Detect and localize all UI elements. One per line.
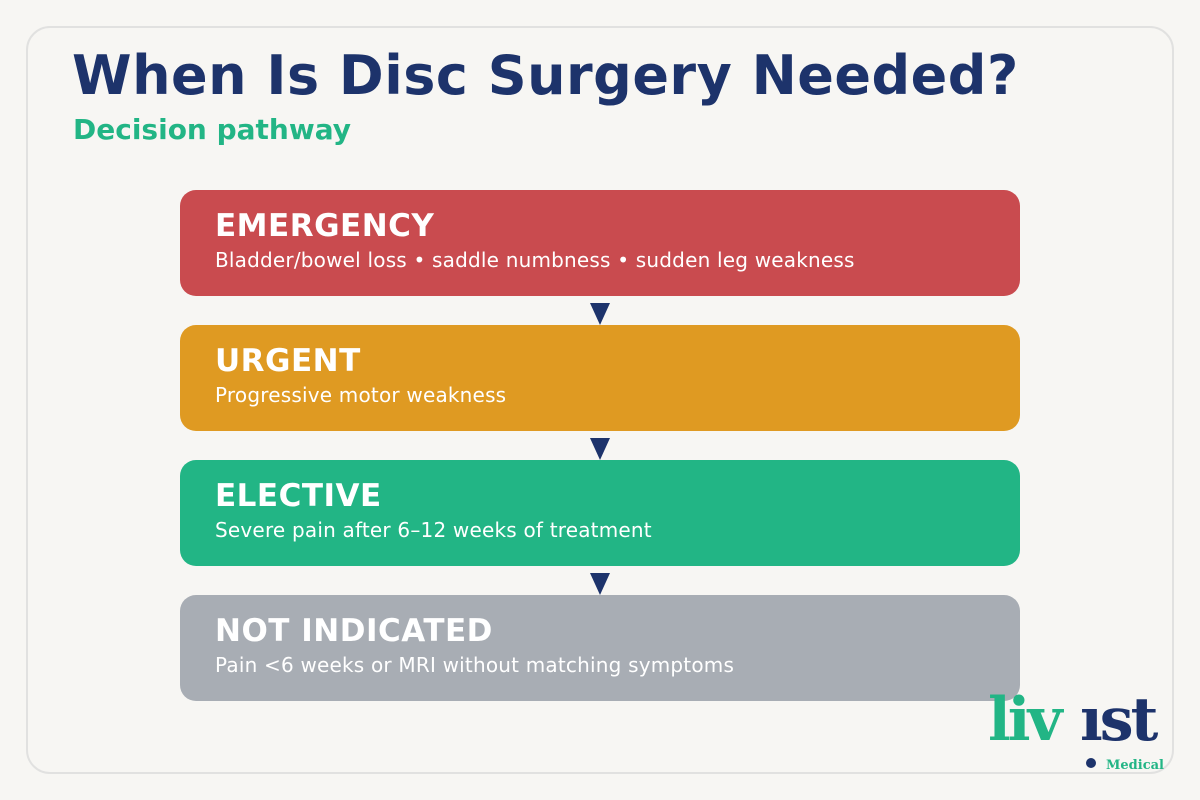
pathway-step-not-indicated: NOT INDICATED Pain <6 weeks or MRI witho… — [180, 595, 1020, 701]
step-description: Severe pain after 6–12 weeks of treatmen… — [215, 518, 652, 542]
pathway-step-emergency: EMERGENCY Bladder/bowel loss • saddle nu… — [180, 190, 1020, 296]
step-title: URGENT — [215, 343, 361, 379]
step-description: Pain <6 weeks or MRI without matching sy… — [215, 653, 735, 677]
pathway-step-urgent: URGENT Progressive motor weakness — [180, 325, 1020, 431]
step-title: NOT INDICATED — [215, 613, 493, 649]
step-description: Bladder/bowel loss • saddle numbness • s… — [215, 248, 855, 272]
pathway-step-elective: ELECTIVE Severe pain after 6–12 weeks of… — [180, 460, 1020, 566]
down-arrow-icon — [590, 303, 610, 325]
page-title: When Is Disc Surgery Needed? — [72, 44, 1019, 107]
logo-text-liv: liv — [988, 685, 1062, 755]
down-arrow-icon — [590, 573, 610, 595]
down-arrow-icon — [590, 438, 610, 460]
step-title: EMERGENCY — [215, 208, 435, 244]
page-subtitle: Decision pathway — [73, 113, 352, 146]
livist-logo: liv ıst Medical — [988, 690, 1168, 780]
step-description: Progressive motor weakness — [215, 383, 507, 407]
logo-tagline: Medical — [1106, 758, 1164, 773]
logo-dot-icon — [1086, 758, 1096, 768]
logo-text-ist: ıst — [1080, 685, 1158, 755]
step-title: ELECTIVE — [215, 478, 382, 514]
